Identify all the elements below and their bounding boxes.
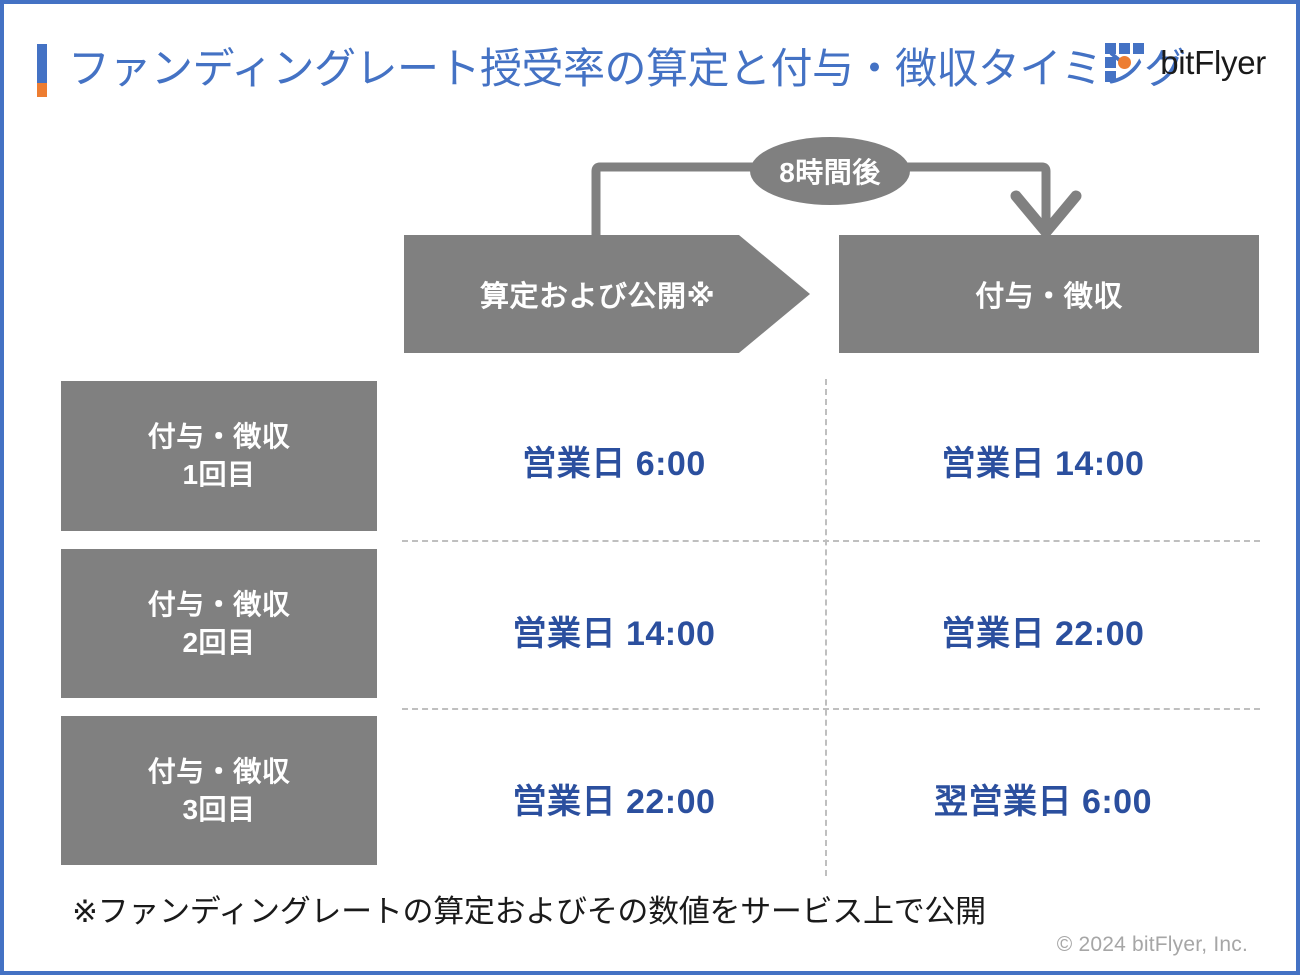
row-label-1-line2: 1回目 [182, 459, 256, 490]
row-divider-1 [402, 540, 1260, 542]
header-box-calculation: 算定および公開※ [404, 235, 810, 353]
row-label-2-line2: 2回目 [182, 626, 256, 658]
duration-badge: 8時間後 [750, 137, 910, 205]
row-label-1-line1: 付与・徴収 [147, 421, 291, 452]
title-accent-bar-blue [37, 44, 47, 83]
row-label-1: 付与・徴収 1回目 [61, 381, 377, 531]
title-accent-bar [37, 44, 47, 97]
column-divider [825, 379, 827, 876]
cell-calc-1: 営業日 6:00 [522, 445, 706, 483]
title-accent-bar-orange [37, 83, 47, 97]
page-title: ファンディングレート授受率の算定と付与・徴収タイミング [68, 45, 1186, 92]
cell-pay-2: 営業日 22:00 [941, 615, 1145, 653]
cell-calc-2: 営業日 14:00 [512, 615, 716, 653]
cell-calc-3: 営業日 22:00 [512, 783, 716, 821]
cell-pay-3: 翌営業日 6:00 [934, 783, 1152, 821]
cell-pay-1: 営業日 14:00 [941, 445, 1145, 483]
bitflyer-squares-icon [1105, 41, 1149, 83]
row-label-2-line1: 付与・徴収 [147, 588, 291, 620]
header-box-payment: 付与・徴収 [839, 235, 1259, 353]
header-box-calculation-label: 算定および公開※ [480, 281, 716, 313]
footnote-text: ※ファンディングレートの算定およびその数値をサービス上で公開 [72, 894, 986, 929]
row-divider-2 [402, 708, 1260, 710]
brand-logo-text: bitFlyer [1160, 43, 1266, 81]
brand-logo: bitFlyer [1105, 40, 1266, 84]
row-label-3-line2: 3回目 [182, 793, 256, 825]
header-box-payment-label: 付与・徴収 [975, 281, 1123, 313]
row-label-3: 付与・徴収 3回目 [61, 716, 377, 865]
row-label-2: 付与・徴収 2回目 [61, 549, 377, 698]
row-label-3-line1: 付与・徴収 [147, 755, 291, 787]
copyright-text: © 2024 bitFlyer, Inc. [1056, 933, 1248, 956]
